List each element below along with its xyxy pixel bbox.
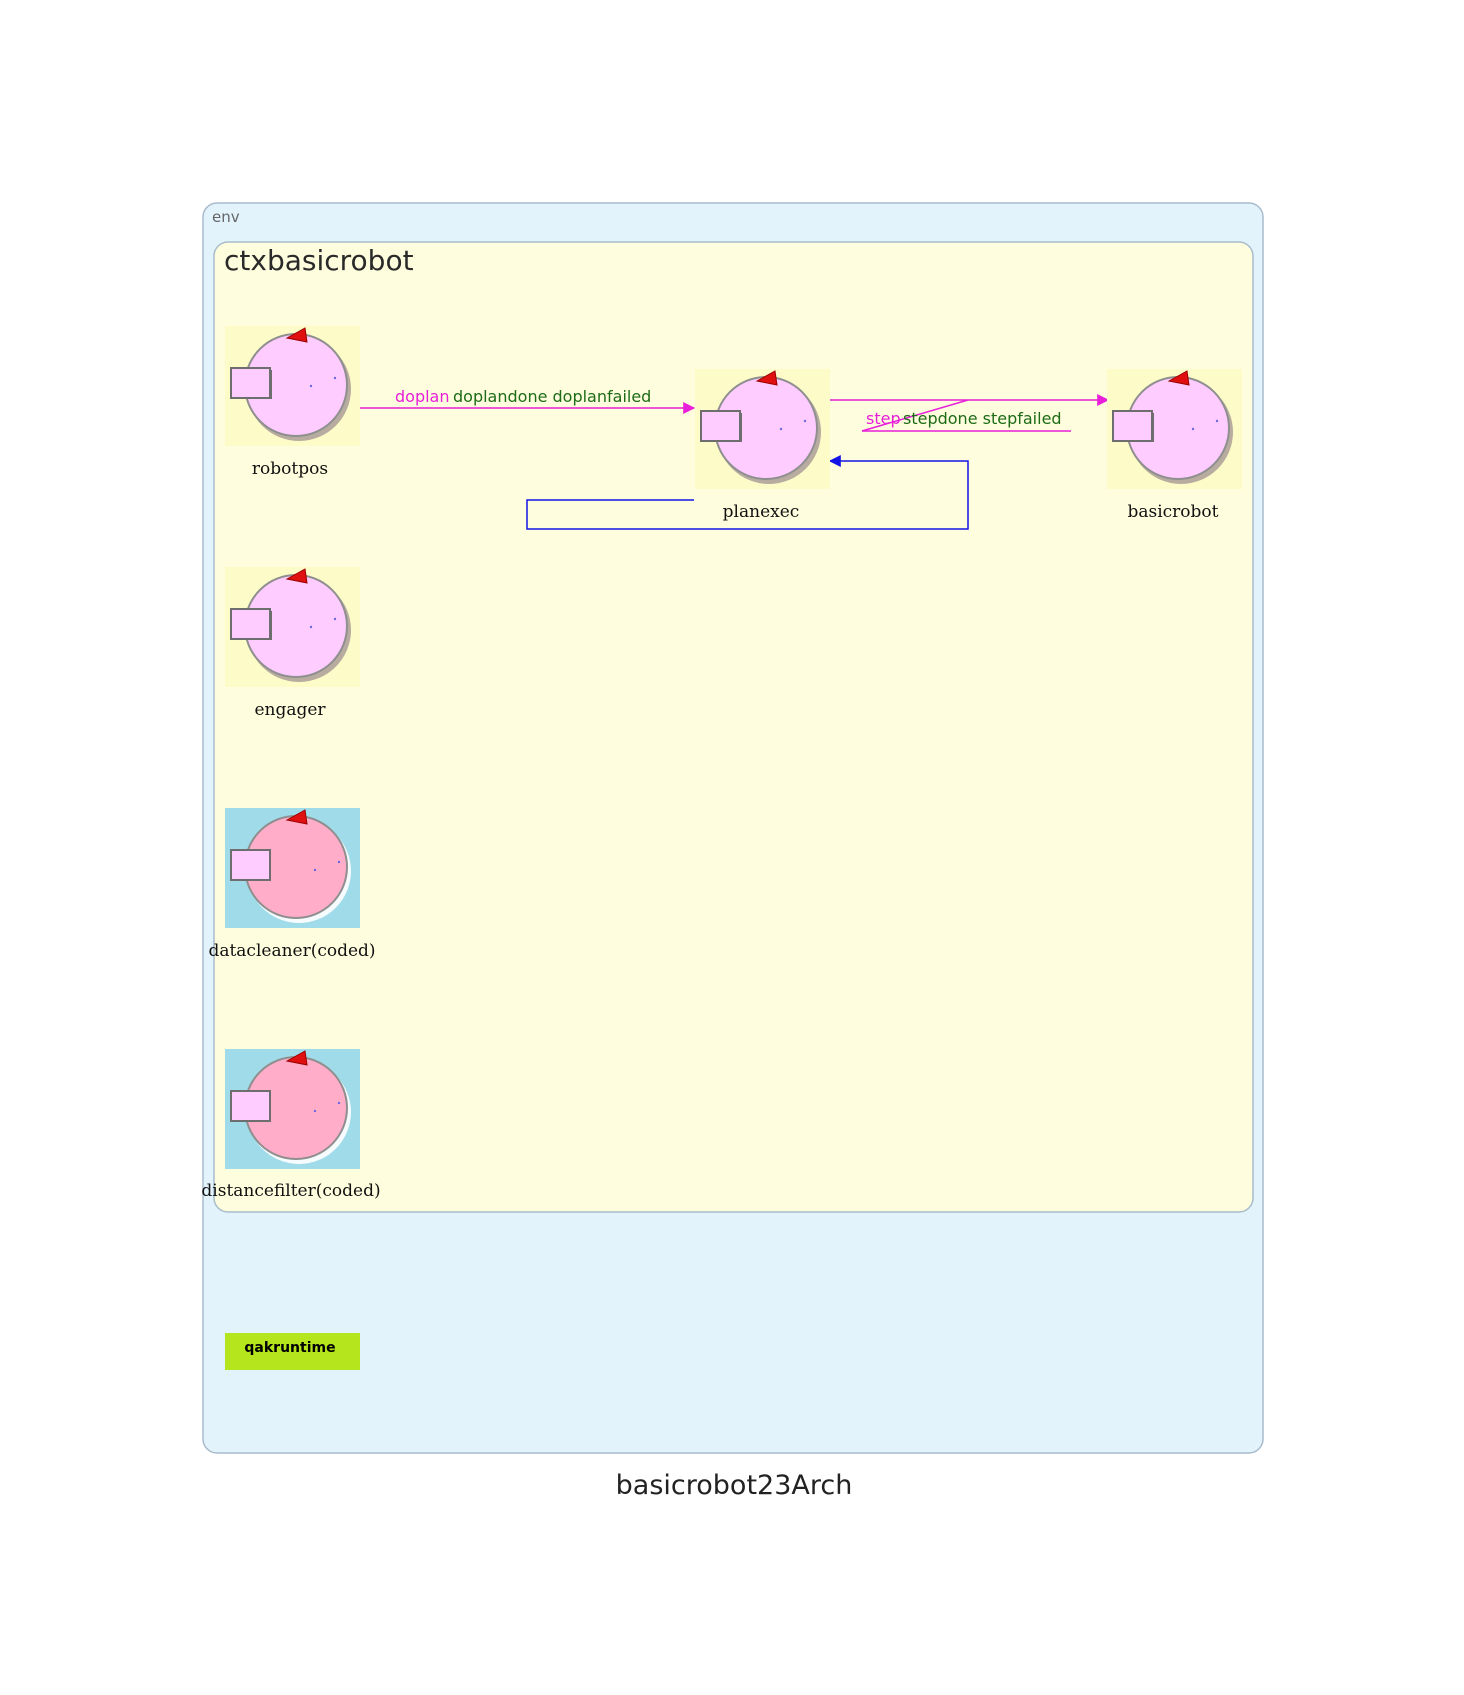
actor-robot-icon <box>1107 369 1242 489</box>
diagram-caption: basicrobot23Arch <box>616 1470 853 1501</box>
link-request-label: step <box>866 409 901 428</box>
actor-robot-icon <box>225 1049 360 1169</box>
actor-robot-icon <box>225 808 360 928</box>
actor-label: datacleaner(coded) <box>208 941 375 961</box>
runtime-label: qakruntime <box>244 1340 335 1356</box>
actor-robot-icon <box>225 326 360 446</box>
environment-label: env <box>212 208 240 226</box>
actor-engager: engager <box>225 567 360 720</box>
link-request-label: doplan <box>395 387 450 406</box>
actor-datacleaner: datacleaner(coded) <box>208 808 376 961</box>
actor-planexec: planexec <box>695 369 830 522</box>
runtime-box <box>225 1333 360 1370</box>
actor-label: planexec <box>723 502 800 522</box>
actor-distancefilter: distancefilter(coded) <box>201 1049 381 1201</box>
self-loop-arrow <box>526 455 969 530</box>
context-label: ctxbasicrobot <box>224 244 414 277</box>
context-node: ctxbasicrobot <box>213 241 1254 1213</box>
actor-label: basicrobot <box>1127 502 1218 522</box>
link-planexec-self <box>526 455 969 530</box>
link-replies-label: stepdone stepfailed <box>903 409 1062 428</box>
link-planexec-basicrobot: step stepdone stepfailed <box>830 394 1110 432</box>
actor-robot-icon <box>695 369 830 489</box>
link-robotpos-planexec: doplan doplandone doplanfailed <box>360 387 696 414</box>
actor-label: engager <box>254 700 326 720</box>
link-replies-label: doplandone doplanfailed <box>453 387 651 406</box>
runtime-node: qakruntime <box>225 1333 360 1370</box>
actor-robot-icon <box>225 567 360 687</box>
actor-robotpos: robotpos <box>225 326 360 479</box>
actor-basicrobot: basicrobot <box>1107 369 1242 522</box>
actor-label: robotpos <box>252 459 328 479</box>
link-connector <box>861 399 969 432</box>
actor-label: distancefilter(coded) <box>201 1181 380 1201</box>
